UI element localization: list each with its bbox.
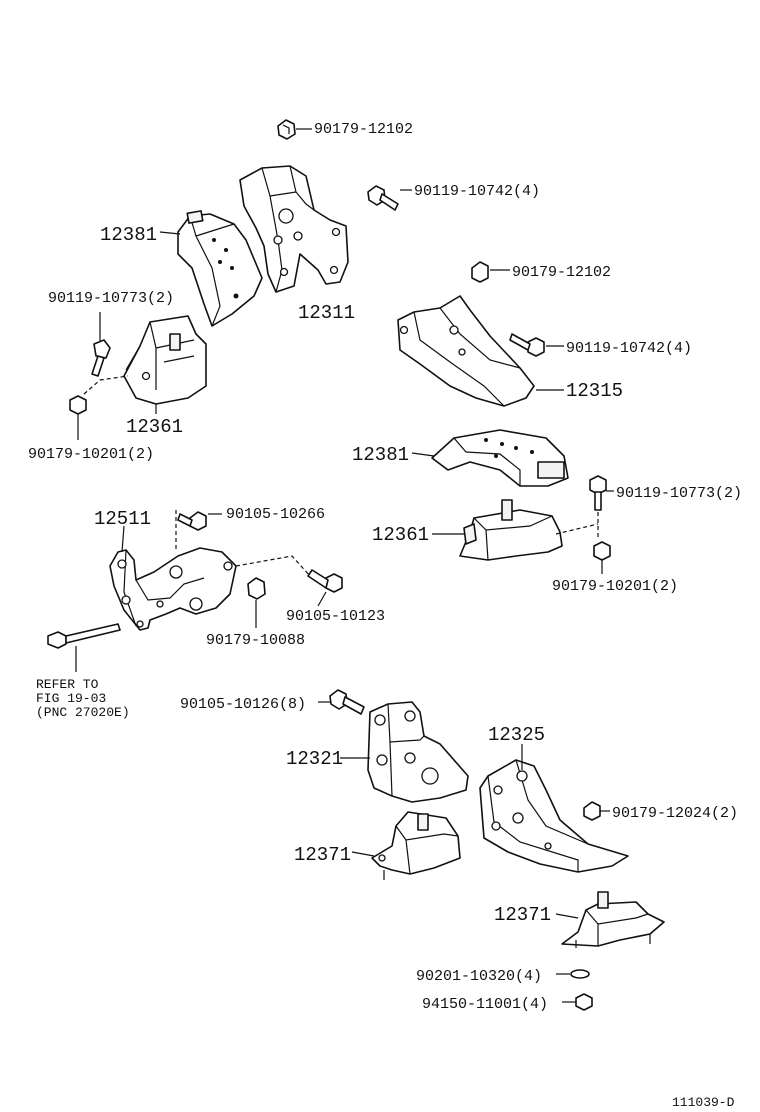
bolt-90119-10773-right <box>589 475 614 540</box>
bolt-90119-10742-right <box>509 333 564 357</box>
label-90201-10320: 90201-10320(4) <box>416 968 542 985</box>
bracket-12511 <box>109 525 237 631</box>
label-90179-10201-right: 90179-10201(2) <box>552 578 678 595</box>
label-12325: 12325 <box>488 724 545 746</box>
bolt-90105-10126 <box>318 689 365 715</box>
bracket-12321 <box>340 701 469 803</box>
nut-90179-12102-top <box>277 119 312 140</box>
label-90105-10266: 90105-10266 <box>226 506 325 523</box>
nut-90179-10088 <box>247 577 266 628</box>
diagram-code: 111039-D <box>672 1095 735 1110</box>
bracket-12325 <box>479 744 629 873</box>
label-12321: 12321 <box>286 748 343 770</box>
label-90105-10123: 90105-10123 <box>286 608 385 625</box>
label-12361-top: 12361 <box>126 416 183 438</box>
label-12381-right: 12381 <box>352 444 409 466</box>
label-90179-12024: 90179-12024(2) <box>612 805 738 822</box>
label-12311: 12311 <box>298 302 355 324</box>
label-12511: 12511 <box>94 508 151 530</box>
label-90179-12102-right: 90179-12102 <box>512 264 611 281</box>
mount-12361-right <box>432 499 563 561</box>
label-90105-10126: 90105-10126(8) <box>180 696 306 713</box>
mount-12371-right <box>555 891 665 948</box>
long-bolt <box>47 623 121 672</box>
label-90119-10742-right: 90119-10742(4) <box>566 340 692 357</box>
insulator-12381-top <box>159 210 263 327</box>
refer-note-line1: REFER TO <box>36 677 99 692</box>
nut-90179-10201-right <box>593 541 611 574</box>
label-90119-10773-right: 90119-10773(2) <box>616 485 742 502</box>
refer-note-line3: (PNC 27020E) <box>36 705 130 720</box>
bolt-90119-10773-left <box>91 312 111 377</box>
label-12381-top: 12381 <box>100 224 157 246</box>
label-90119-10742-top: 90119-10742(4) <box>414 183 540 200</box>
bracket-12311 <box>239 165 349 293</box>
mount-12361-top <box>123 315 207 414</box>
label-12371-left: 12371 <box>294 844 351 866</box>
nut-90179-12024 <box>583 801 610 821</box>
washer-90201-10320 <box>556 969 590 979</box>
bolt-90105-10266 <box>177 511 222 531</box>
insulator-12381-right <box>411 429 569 487</box>
label-12361-right: 12361 <box>372 524 429 546</box>
label-12371-right: 12371 <box>494 904 551 926</box>
nut-90179-12102-right <box>471 261 510 283</box>
label-90179-12102-top: 90179-12102 <box>314 121 413 138</box>
bracket-12315 <box>397 295 564 407</box>
nut-90179-10201-left <box>69 395 87 440</box>
nut-94150-11001 <box>562 993 593 1011</box>
refer-note-line2: FIG 19-03 <box>36 691 106 706</box>
mount-12371-left <box>351 811 461 880</box>
bolt-90119-10742-top <box>367 185 412 211</box>
label-12315: 12315 <box>566 380 623 402</box>
label-90179-10201-left: 90179-10201(2) <box>28 446 154 463</box>
label-90179-10088: 90179-10088 <box>206 632 305 649</box>
label-94150-11001: 94150-11001(4) <box>422 996 548 1013</box>
label-90119-10773-left: 90119-10773(2) <box>48 290 174 307</box>
bolt-90105-10123 <box>307 569 343 607</box>
